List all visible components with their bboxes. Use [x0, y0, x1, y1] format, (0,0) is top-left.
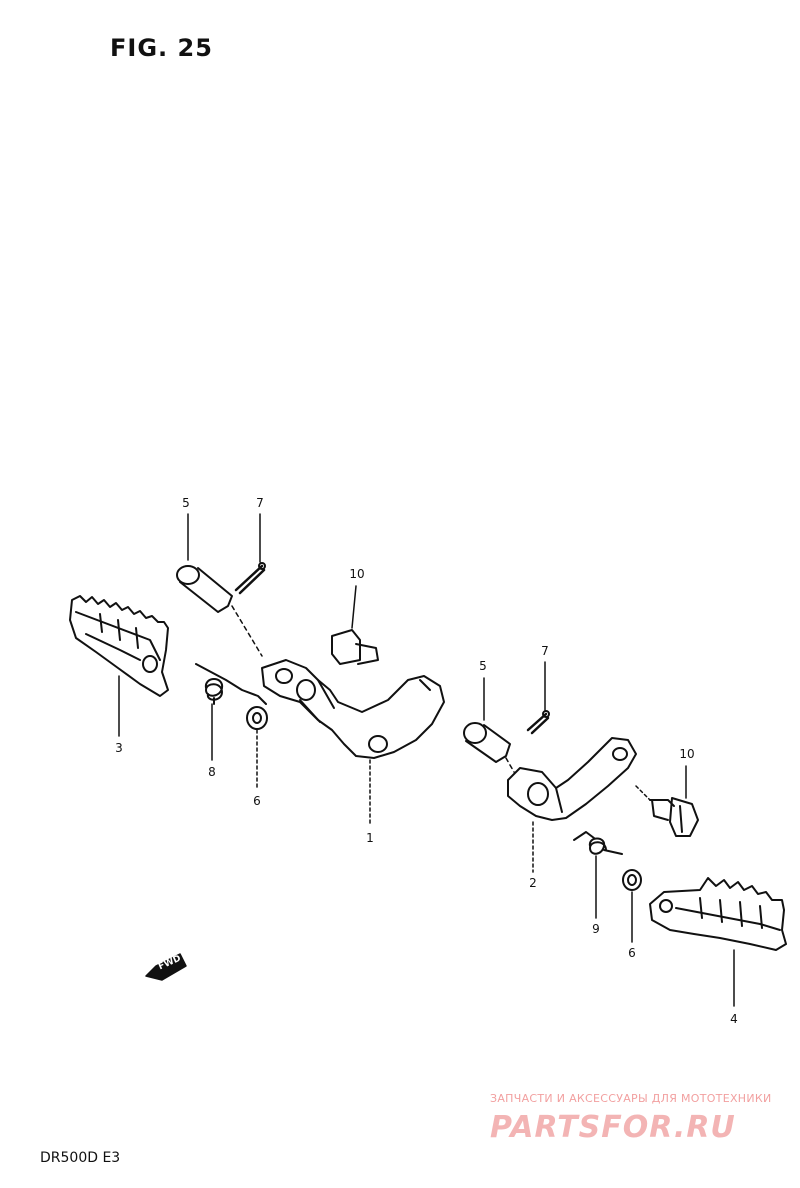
pivot-pin-right — [463, 722, 511, 763]
washer-left — [246, 706, 268, 730]
spring-right — [573, 831, 623, 855]
pivot-pin-left — [176, 565, 233, 613]
callout-10-right: 10 — [679, 747, 695, 761]
callout-2: 2 — [529, 876, 537, 890]
callout-6-left: 6 — [253, 794, 261, 808]
cotter-pin-right — [526, 710, 550, 735]
callout-7-left: 7 — [256, 496, 264, 510]
callout-5-right: 5 — [479, 659, 487, 673]
callout-1: 1 — [366, 831, 374, 845]
callout-3: 3 — [115, 741, 123, 755]
callout-6-right: 6 — [628, 946, 636, 960]
bolt-left — [331, 629, 379, 665]
washer-right — [622, 869, 642, 891]
fwd-arrow — [145, 953, 187, 981]
callout-5-left: 5 — [182, 496, 190, 510]
bolt-right — [649, 797, 699, 837]
leader-lines — [118, 513, 735, 1007]
callout-10-left: 10 — [349, 567, 365, 581]
footpeg-right — [649, 877, 787, 951]
spring-left — [195, 663, 267, 705]
cotter-pin-left — [234, 562, 266, 595]
callout-4: 4 — [730, 1012, 738, 1026]
figure-title: FIG. 25 — [110, 34, 213, 62]
callout-9: 9 — [592, 922, 600, 936]
footpeg-bracket-right — [507, 737, 637, 821]
callout-7-right: 7 — [541, 644, 549, 658]
callout-8: 8 — [208, 765, 216, 779]
watermark-brand: PARTSFOR.RU — [490, 1110, 736, 1145]
model-code: DR500D E3 — [40, 1150, 121, 1166]
footpeg-left — [69, 595, 169, 697]
watermark-tagline: ЗАПЧАСТИ И АКСЕССУАРЫ ДЛЯ МОТОТЕХНИКИ — [490, 1092, 772, 1105]
footpeg-bracket-left — [261, 659, 445, 759]
